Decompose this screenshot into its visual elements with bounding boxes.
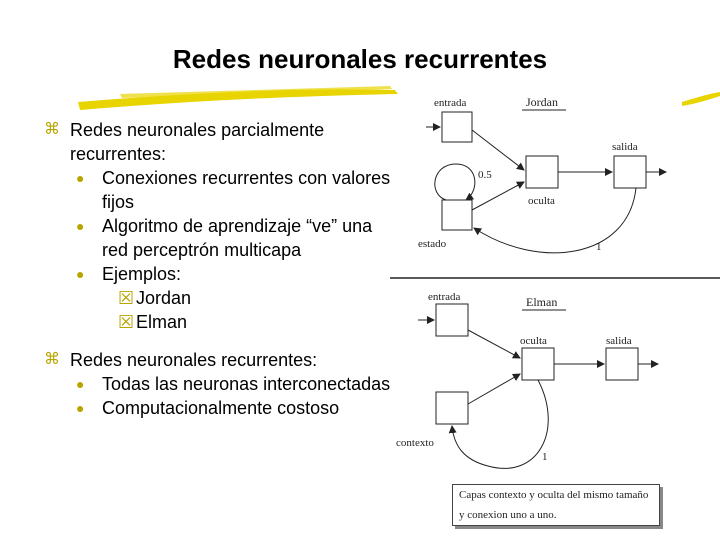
jordan-state-node <box>441 199 473 231</box>
jordan-diagram: entrada Jordan oculta salida estado 0.5 … <box>418 95 667 254</box>
dot-marker-icon: ● <box>76 400 85 416</box>
elman-oculta-label: oculta <box>520 335 547 347</box>
elman-salida-label: salida <box>606 335 632 347</box>
dot-marker-icon: ● <box>76 170 85 186</box>
checkbox-x-icon: ☒ <box>118 312 135 332</box>
elman-entrada-label: entrada <box>428 291 460 303</box>
jordan-oculta-label: oculta <box>528 195 555 207</box>
diagram-caption: Capas contexto y oculta del mismo tamaño… <box>452 484 660 526</box>
slide-title: Redes neuronales recurrentes <box>172 44 548 74</box>
jordan-output-node <box>613 155 647 189</box>
jordan-salida-label: salida <box>612 141 638 153</box>
checkbox-x-icon: ☒ <box>118 288 135 308</box>
jordan-estado-label: estado <box>418 238 447 250</box>
elman-input-node <box>435 303 469 337</box>
elman-context-node <box>435 391 469 425</box>
jordan-input-node <box>441 111 473 143</box>
bullet-jordan: ☒ Jordan <box>118 288 192 308</box>
jordan-weight-self: 0.5 <box>478 169 492 181</box>
elman-title: Elman <box>526 295 557 309</box>
dot-marker-icon: ● <box>76 266 85 282</box>
bullet-learning-algorithm: ● Algoritmo de aprendizaje “ve” una red … <box>76 216 373 260</box>
jordan-entrada-label: entrada <box>434 97 466 109</box>
bullet-fixed-connections: ● Conexiones recurrentes con valores fij… <box>76 168 391 212</box>
bullet-examples: ● Ejemplos: <box>76 264 182 284</box>
jordan-title: Jordan <box>526 95 558 109</box>
bullet-costly: ● Computacionalmente costoso <box>76 398 340 418</box>
bullet-marker-icon: ⌘ <box>44 121 60 138</box>
jordan-weight-back: 1 <box>596 241 602 253</box>
bullet-partial-recurrent: ⌘ Redes neuronales parcialmente recurren… <box>44 120 325 164</box>
bullet-all-interconnected: ● Todas las neuronas interconectadas <box>76 374 391 394</box>
dot-marker-icon: ● <box>76 218 85 234</box>
bullet-list: ⌘ Redes neuronales parcialmente recurren… <box>44 118 394 420</box>
elman-contexto-label: contexto <box>396 437 434 449</box>
bullet-elman: ☒ Elman <box>118 312 188 332</box>
jordan-hidden-node <box>525 155 559 189</box>
elman-output-node <box>605 347 639 381</box>
dot-marker-icon: ● <box>76 376 85 392</box>
elman-diagram: entrada Elman oculta salida contexto 1 <box>396 291 659 469</box>
elman-weight-back: 1 <box>542 451 548 463</box>
elman-hidden-node <box>521 347 555 381</box>
bullet-marker-icon: ⌘ <box>44 351 60 368</box>
network-diagrams: entrada Jordan oculta salida estado 0.5 … <box>390 95 720 469</box>
bullet-fully-recurrent: ⌘ Redes neuronales recurrentes: <box>44 350 318 370</box>
title-underline-brush <box>78 86 720 110</box>
